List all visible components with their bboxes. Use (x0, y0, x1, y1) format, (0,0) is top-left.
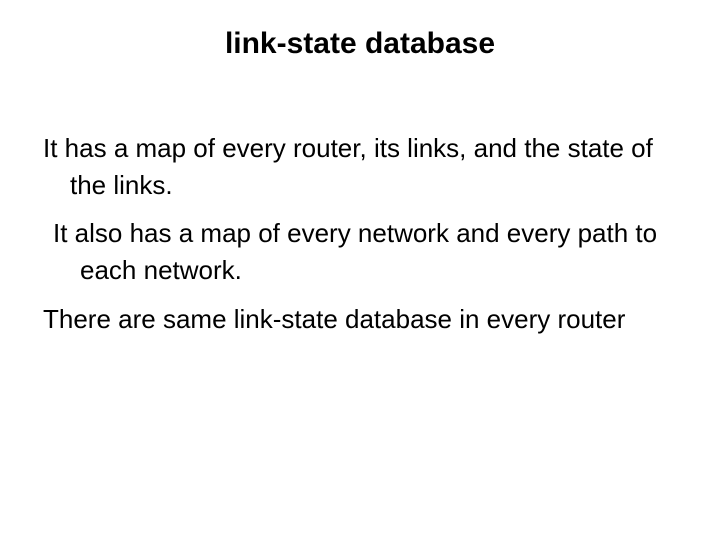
bullet-item: There are same link-state database in ev… (43, 304, 626, 334)
bullet-list: It has a map of every router, its links,… (43, 130, 693, 338)
bullet-item: It also has a map of every network and e… (53, 218, 658, 285)
bullet-item: It has a map of every router, its links,… (43, 133, 653, 200)
slide-title: link-state database (224, 27, 496, 60)
